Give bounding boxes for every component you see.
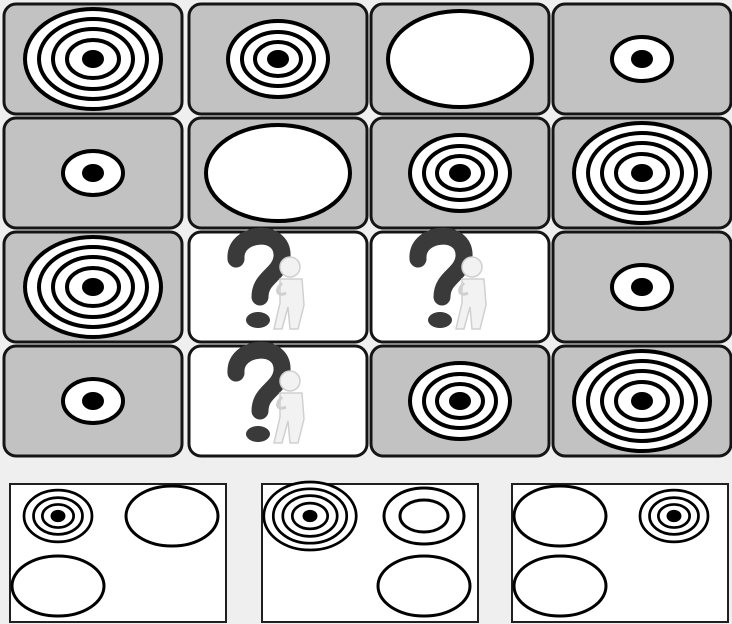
option-symbol-bottom-left [12, 556, 104, 616]
figure-head [280, 257, 300, 277]
target-center-dot [631, 50, 653, 68]
grid-cell-r3-c1 [4, 232, 182, 342]
target-ring [514, 556, 606, 616]
grid-cell-r1-c3 [371, 4, 549, 114]
grid-cell-r2-c4 [553, 118, 731, 228]
grid-cell-r4-c2 [189, 346, 367, 456]
grid-cell-r1-c2 [189, 4, 367, 114]
question-mark-dot [246, 426, 270, 442]
grid-cell-r3-c4 [553, 232, 731, 342]
target-ring [206, 125, 350, 221]
target-symbol [574, 123, 710, 223]
option-symbol-top-left [24, 490, 92, 542]
target-center-dot [667, 510, 682, 522]
option-symbol-top-left [264, 482, 356, 550]
grid-cell-r4-c1 [4, 346, 182, 456]
target-ring [388, 11, 532, 107]
target-ring [378, 556, 470, 616]
option-a[interactable] [10, 484, 226, 622]
grid-cell-r4-c3 [371, 346, 549, 456]
target-center-dot [631, 164, 653, 182]
answer-options [10, 482, 728, 622]
grid-cell-r2-c1 [4, 118, 182, 228]
target-symbol [206, 125, 350, 221]
grid-cell-r3-c2 [189, 232, 367, 342]
target-center-dot [82, 50, 104, 68]
figure-head [462, 257, 482, 277]
option-b[interactable] [262, 482, 478, 622]
option-symbol-bottom-left [514, 556, 606, 616]
option-c[interactable] [512, 484, 728, 622]
target-ring [400, 500, 448, 532]
target-center-dot [449, 392, 471, 410]
option-symbol-top-right [640, 490, 708, 542]
grid-cell-r2-c2 [189, 118, 367, 228]
grid-cell-r2-c3 [371, 118, 549, 228]
target-center-dot [267, 50, 289, 68]
target-symbol [410, 363, 510, 439]
target-symbol [25, 9, 161, 109]
target-center-dot [631, 392, 653, 410]
grid-cell-r3-c3 [371, 232, 549, 342]
target-symbol [24, 490, 92, 542]
option-symbol-bottom-right [378, 556, 470, 616]
target-center-dot [82, 278, 104, 296]
option-symbol-top-left [514, 486, 606, 546]
target-ring [126, 486, 218, 546]
target-symbol [410, 135, 510, 211]
target-symbol [63, 379, 123, 423]
question-mark-dot [428, 312, 452, 328]
target-center-dot [303, 510, 318, 522]
target-symbol [228, 21, 328, 97]
option-symbol-top-right [384, 488, 464, 544]
target-symbol [640, 490, 708, 542]
target-symbol [63, 151, 123, 195]
figure-head [280, 371, 300, 391]
grid-cell-r4-c4 [553, 346, 731, 456]
target-center-dot [51, 510, 66, 522]
grid-cell-r1-c4 [553, 4, 731, 114]
option-symbol-top-right [126, 486, 218, 546]
target-center-dot [449, 164, 471, 182]
target-center-dot [82, 164, 104, 182]
target-center-dot [82, 392, 104, 410]
target-center-dot [631, 278, 653, 296]
target-symbol [264, 482, 356, 550]
question-mark-dot [246, 312, 270, 328]
target-symbol [25, 237, 161, 337]
grid-cell-r1-c1 [4, 4, 182, 114]
target-ring [12, 556, 104, 616]
target-symbol [574, 351, 710, 451]
target-ring [514, 486, 606, 546]
target-symbol [612, 37, 672, 81]
target-symbol [388, 11, 532, 107]
target-symbol [612, 265, 672, 309]
